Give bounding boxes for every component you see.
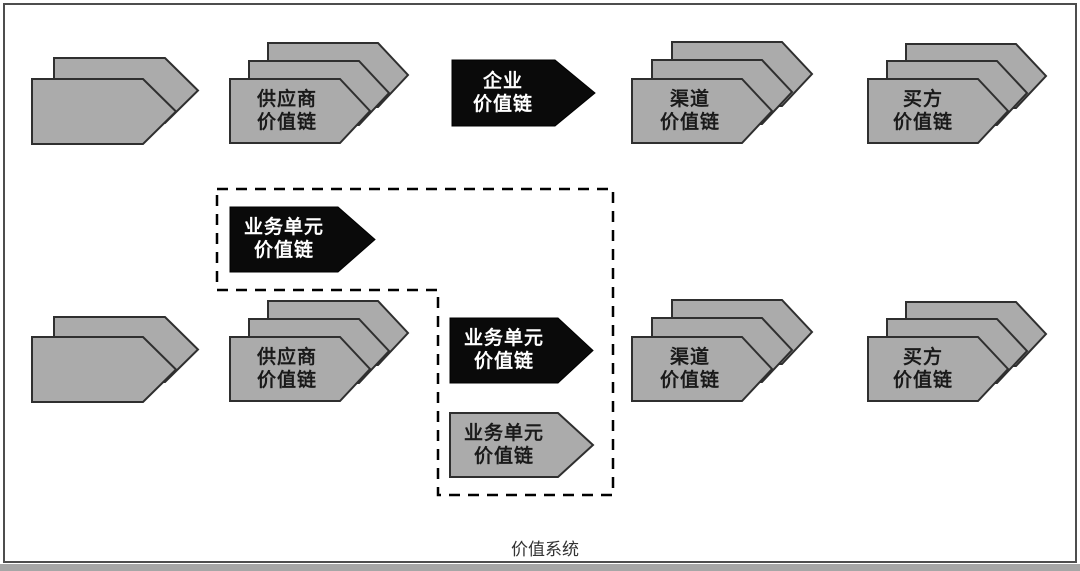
bottom-strip <box>0 564 1080 571</box>
bottom-channel-stack <box>631 299 814 402</box>
business-unit-dashed-boundary <box>215 187 615 497</box>
chevron-shape <box>631 78 774 144</box>
business-unit-chain-arrow-upper <box>229 206 376 273</box>
chevron-shape <box>631 336 774 402</box>
top-buyer-stack <box>867 43 1048 144</box>
chevron-shape <box>229 78 372 144</box>
bottom-supplier-stack <box>229 300 410 402</box>
chevron-shape <box>867 78 1010 144</box>
chevron-shape <box>31 78 178 145</box>
enterprise-chain-arrow <box>451 59 596 127</box>
bottom-unlabeled-supplier-stack <box>31 316 200 403</box>
diagram-frame <box>3 3 1077 563</box>
business-unit-chain-arrow-middle <box>449 317 594 384</box>
top-unlabeled-supplier-stack <box>31 57 200 145</box>
chevron-shape <box>867 336 1010 402</box>
diagram-caption: 价值系统 <box>511 540 579 559</box>
top-channel-stack <box>631 41 814 144</box>
bottom-buyer-stack <box>867 301 1048 402</box>
top-supplier-stack <box>229 42 410 144</box>
chevron-shape <box>31 336 178 403</box>
business-unit-chain-arrow-lower <box>449 412 595 478</box>
chevron-shape <box>229 336 372 402</box>
